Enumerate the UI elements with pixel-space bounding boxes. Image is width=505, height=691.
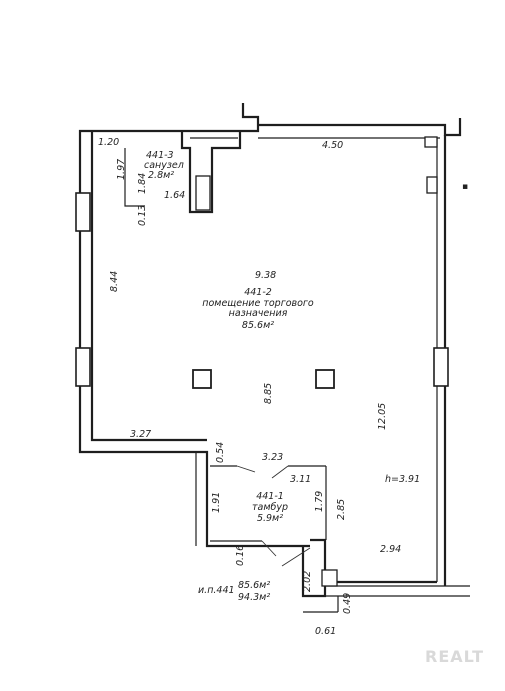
room-number-441-3: 441-3: [146, 150, 174, 161]
room-bathroom-label: 441-3 санузел 2.8м²: [144, 150, 184, 181]
area-summary: и.п.441 85.6м² 94.3м²: [198, 580, 270, 603]
entrance-pier: [301, 538, 327, 598]
column-left: [192, 369, 212, 389]
dimension-2-02: 2.02: [302, 571, 313, 592]
bathroom-wall: [180, 131, 242, 214]
dimension-2-85: 2.85: [336, 499, 347, 520]
dimension-0-49: 0.49: [342, 593, 353, 614]
dimension-3-11: 3.11: [290, 474, 311, 485]
summary-area-total: 94.3м²: [238, 592, 270, 603]
radiator-bathroom: [195, 175, 211, 211]
dimensions: 1.20 4.50 1.97 1.84 0.13 1.64 9.38 8.44 …: [98, 137, 420, 637]
dimension-0-16: 0.16: [235, 545, 246, 566]
exterior-wall-top: [241, 103, 260, 133]
room-name-bathroom: санузел: [144, 160, 184, 171]
dimension-2-94: 2.94: [380, 544, 401, 555]
dimension-1-91: 1.91: [211, 492, 222, 513]
summary-area-main: 85.6м²: [238, 580, 270, 591]
room-name-vestibule: тамбур: [252, 502, 288, 513]
dimension-1-97: 1.97: [116, 159, 127, 180]
dimension-9-38: 9.38: [255, 270, 276, 281]
door-swing-right: [271, 465, 289, 479]
dimension-1-64: 1.64: [164, 190, 185, 201]
ceiling-height: h=3.91: [385, 474, 420, 485]
fixture-top-right: [424, 136, 438, 148]
dimension-12-05: 12.05: [377, 403, 388, 430]
watermark-logo: REALT: [425, 647, 484, 666]
room-area-bathroom: 2.8м²: [148, 170, 174, 181]
room-name-retail-line2: назначения: [229, 308, 288, 319]
dimension-4-50: 4.50: [322, 140, 343, 151]
dimension-1-79: 1.79: [314, 491, 325, 512]
dimension-0-54: 0.54: [215, 442, 226, 463]
dimension-0-13: 0.13: [137, 205, 148, 226]
dimension-8-85: 8.85: [263, 383, 274, 404]
bathroom-partitions: [124, 131, 242, 214]
room-name-retail-line1: помещение торгового: [202, 298, 314, 309]
room-vestibule-label: 441-1 тамбур 5.9м²: [252, 491, 288, 524]
room-retail-label: 441-2 помещение торгового назначения 85.…: [202, 287, 314, 331]
bathroom-shelf: [124, 148, 145, 207]
dimension-3-23: 3.23: [262, 452, 283, 463]
fixture-entrance: [321, 569, 338, 587]
door-swing-lower: [261, 540, 277, 557]
interior-wall-left: [90, 131, 207, 442]
doors: [210, 465, 327, 567]
window-right: [433, 347, 449, 387]
column-right: [315, 369, 335, 389]
mark-right: ▪: [462, 182, 468, 192]
window-left-lower: [75, 347, 91, 387]
exterior-wall-top-right: [258, 118, 462, 137]
fixture-right-wall: [426, 176, 438, 194]
exterior-wall-left: [78, 129, 310, 548]
door-swing-left: [236, 465, 256, 473]
dimension-0-61: 0.61: [315, 626, 336, 637]
dimension-3-27: 3.27: [130, 429, 151, 440]
dimension-1-84: 1.84: [137, 173, 148, 194]
window-left-upper: [75, 192, 91, 232]
room-area-retail: 85.6м²: [242, 320, 274, 331]
dimension-1-20: 1.20: [98, 137, 119, 148]
door-swing-entrance: [281, 547, 311, 567]
dimension-8-44: 8.44: [109, 271, 120, 292]
room-area-vestibule: 5.9м²: [257, 513, 283, 524]
summary-label: и.п.441: [198, 585, 235, 596]
room-number-441-2: 441-2: [244, 287, 272, 298]
room-number-441-1: 441-1: [256, 491, 284, 502]
